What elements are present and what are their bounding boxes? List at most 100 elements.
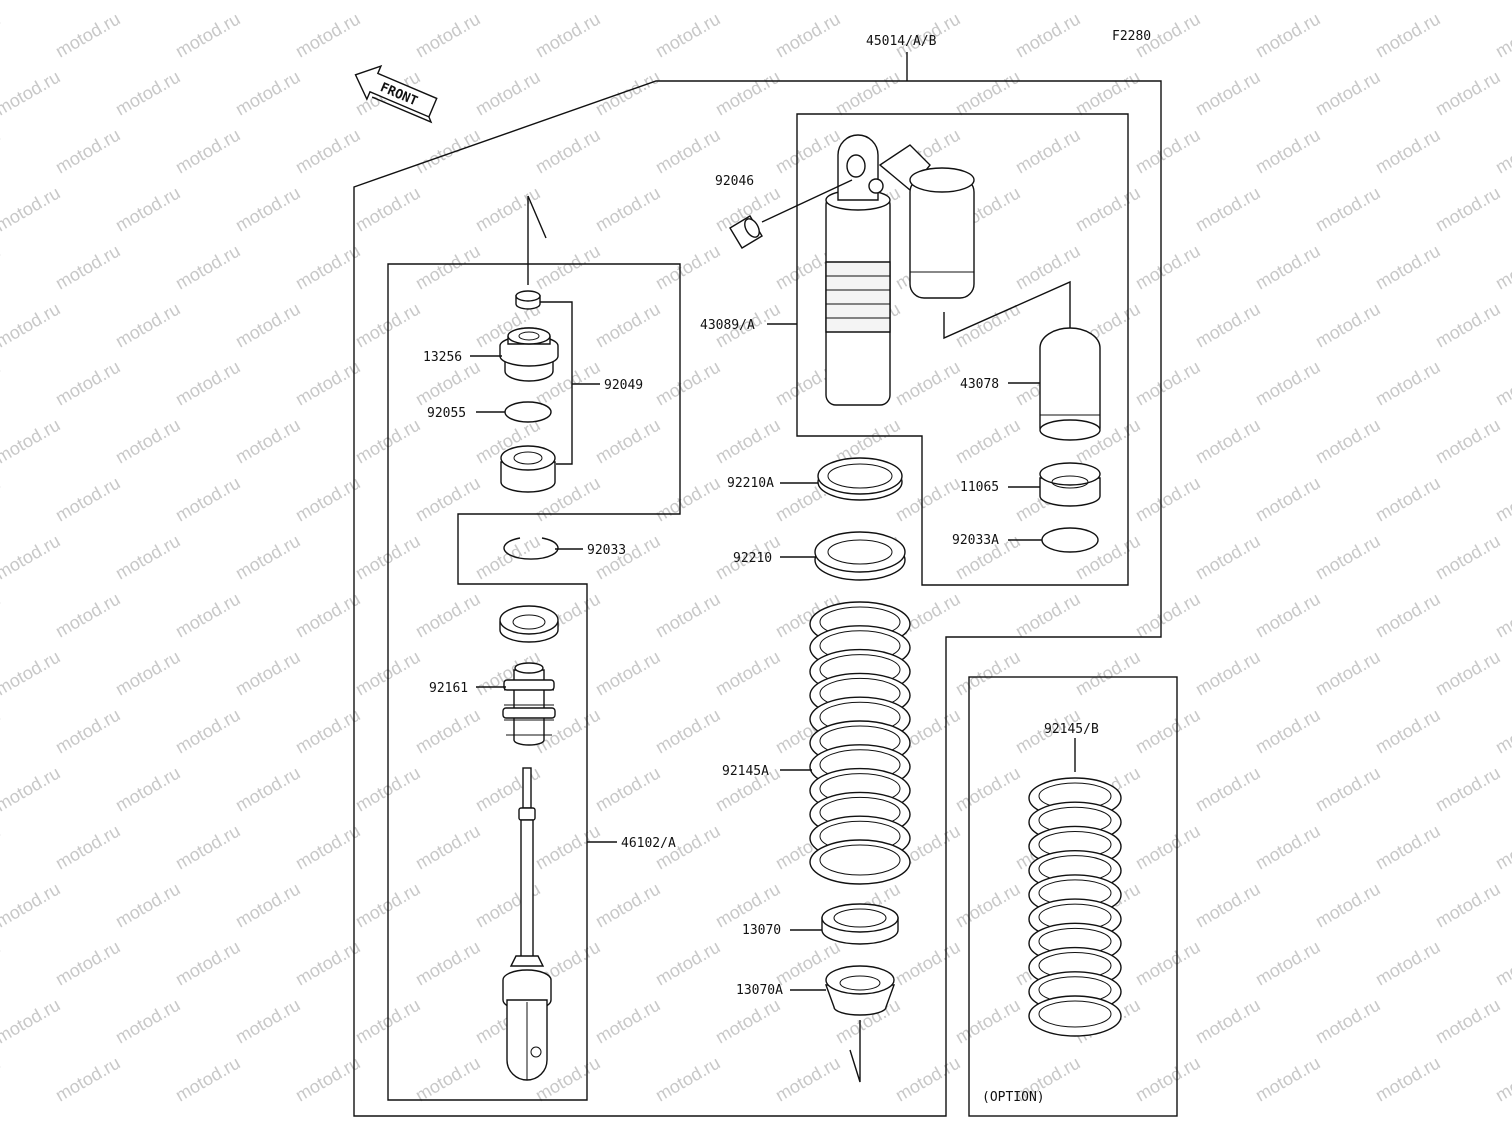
watermark-text: motod.ru bbox=[892, 937, 964, 990]
watermark-text: motod.ru bbox=[952, 299, 1024, 352]
watermark-text: motod.ru bbox=[232, 0, 304, 3]
spring-92145A-part bbox=[809, 601, 911, 885]
watermark-text: motod.ru bbox=[652, 9, 724, 62]
watermark-text: motod.ru bbox=[292, 937, 364, 990]
watermark-text: motod.ru bbox=[592, 763, 664, 816]
callout-45014: 45014/A/B bbox=[866, 34, 937, 49]
watermark-text: motod.ru bbox=[292, 1053, 364, 1106]
watermark-text: motod.ru bbox=[1012, 589, 1084, 642]
watermark-text: motod.ru bbox=[52, 473, 124, 526]
callout-43078: 43078 bbox=[960, 377, 999, 392]
watermark-text: motod.ru bbox=[112, 531, 184, 584]
watermark-text: motod.ru bbox=[712, 0, 784, 3]
watermark-text: motod.ru bbox=[172, 9, 244, 62]
watermark-text: motod.ru bbox=[1252, 937, 1324, 990]
watermark-text: motod.ru bbox=[592, 647, 664, 700]
watermark-text: motod.ru bbox=[1132, 357, 1204, 410]
watermark-text: motod.ru bbox=[1432, 879, 1504, 932]
watermark-text: motod.ru bbox=[1492, 821, 1512, 874]
watermark-text: motod.ru bbox=[292, 357, 364, 410]
spring-coil-inner bbox=[819, 844, 901, 876]
bump-stop-92161-part bbox=[502, 662, 556, 746]
watermark-text: motod.ru bbox=[0, 589, 4, 642]
watermark-text: motod.ru bbox=[1192, 0, 1264, 3]
watermark-text: motod.ru bbox=[1132, 589, 1204, 642]
watermark-text: motod.ru bbox=[292, 125, 364, 178]
watermark-text: motod.ru bbox=[952, 995, 1024, 1048]
watermark-text: motod.ru bbox=[952, 879, 1024, 932]
watermark-text: motod.ru bbox=[172, 821, 244, 874]
watermark-text: motod.ru bbox=[292, 705, 364, 758]
watermark-text: motod.ru bbox=[1492, 937, 1512, 990]
watermark-text: motod.ru bbox=[112, 879, 184, 932]
shock-body-part bbox=[825, 134, 975, 406]
watermark-text: motod.ru bbox=[1372, 1053, 1444, 1106]
watermark-text: motod.ru bbox=[232, 879, 304, 932]
watermark-text: motod.ru bbox=[1252, 241, 1324, 294]
watermark-text: motod.ru bbox=[1072, 647, 1144, 700]
watermark-text: motod.ru bbox=[52, 937, 124, 990]
watermark-text: motod.ru bbox=[52, 357, 124, 410]
callout-13070: 13070 bbox=[742, 923, 781, 938]
watermark-text: motod.ru bbox=[1252, 1053, 1324, 1106]
watermark-text: motod.ru bbox=[892, 473, 964, 526]
adjuster-92210-part bbox=[814, 531, 906, 581]
watermark-text: motod.ru bbox=[412, 821, 484, 874]
watermark-text: motod.ru bbox=[1372, 357, 1444, 410]
watermark-text: motod.ru bbox=[232, 415, 304, 468]
watermark-text: motod.ru bbox=[1192, 299, 1264, 352]
watermark-text: motod.ru bbox=[1312, 879, 1384, 932]
watermark-text: motod.ru bbox=[1252, 357, 1324, 410]
watermark-text: motod.ru bbox=[0, 67, 64, 120]
watermark-text: motod.ru bbox=[652, 705, 724, 758]
callout-13256: 13256 bbox=[423, 350, 462, 365]
watermark-text: motod.ru bbox=[352, 0, 424, 3]
watermark-text: motod.ru bbox=[1372, 241, 1444, 294]
watermark-text: motod.ru bbox=[0, 299, 64, 352]
watermark-text: motod.ru bbox=[1252, 473, 1324, 526]
watermark-text: motod.ru bbox=[1012, 9, 1084, 62]
watermark-text: motod.ru bbox=[172, 241, 244, 294]
watermark-text: motod.ru bbox=[1432, 763, 1504, 816]
watermark-text: motod.ru bbox=[1492, 1053, 1512, 1106]
watermark-text: motod.ru bbox=[1132, 1053, 1204, 1106]
watermark-text: motod.ru bbox=[1192, 415, 1264, 468]
spring-92145B-part bbox=[1028, 777, 1122, 1037]
watermark-text: motod.ru bbox=[412, 705, 484, 758]
watermark-text: motod.ru bbox=[1372, 125, 1444, 178]
watermark-text: motod.ru bbox=[412, 241, 484, 294]
watermark-text: motod.ru bbox=[1072, 0, 1144, 3]
watermark-text: motod.ru bbox=[172, 705, 244, 758]
watermark-text: motod.ru bbox=[1132, 241, 1204, 294]
watermark-text: motod.ru bbox=[412, 937, 484, 990]
watermark-text: motod.ru bbox=[772, 1053, 844, 1106]
watermark-text: motod.ru bbox=[232, 531, 304, 584]
watermark-text: motod.ru bbox=[1372, 473, 1444, 526]
watermark-text: motod.ru bbox=[52, 589, 124, 642]
watermark-text: motod.ru bbox=[592, 299, 664, 352]
watermark-text: motod.ru bbox=[0, 995, 64, 1048]
cap-11065-part bbox=[1039, 462, 1101, 507]
watermark-text: motod.ru bbox=[412, 473, 484, 526]
watermark-text: motod.ru bbox=[1432, 183, 1504, 236]
watermark-text: motod.ru bbox=[0, 705, 4, 758]
watermark-text: motod.ru bbox=[0, 647, 64, 700]
watermark-text: motod.ru bbox=[412, 9, 484, 62]
watermark-text: motod.ru bbox=[292, 9, 364, 62]
watermark-text: motod.ru bbox=[412, 1053, 484, 1106]
bump-plate-part bbox=[499, 605, 559, 643]
bladder-43078-part bbox=[1039, 327, 1101, 441]
watermark-text: motod.ru bbox=[772, 125, 844, 178]
watermark-text: motod.ru bbox=[412, 125, 484, 178]
watermark-text: motod.ru bbox=[52, 241, 124, 294]
watermark-text: motod.ru bbox=[1432, 299, 1504, 352]
watermark-text: motod.ru bbox=[1492, 705, 1512, 758]
watermark-text: motod.ru bbox=[172, 357, 244, 410]
watermark-text: motod.ru bbox=[1012, 125, 1084, 178]
watermark-text: motod.ru bbox=[1192, 995, 1264, 1048]
watermark-text: motod.ru bbox=[0, 763, 64, 816]
watermark-text: motod.ru bbox=[652, 473, 724, 526]
watermark-text: motod.ru bbox=[652, 1053, 724, 1106]
watermark-text: motod.ru bbox=[832, 67, 904, 120]
